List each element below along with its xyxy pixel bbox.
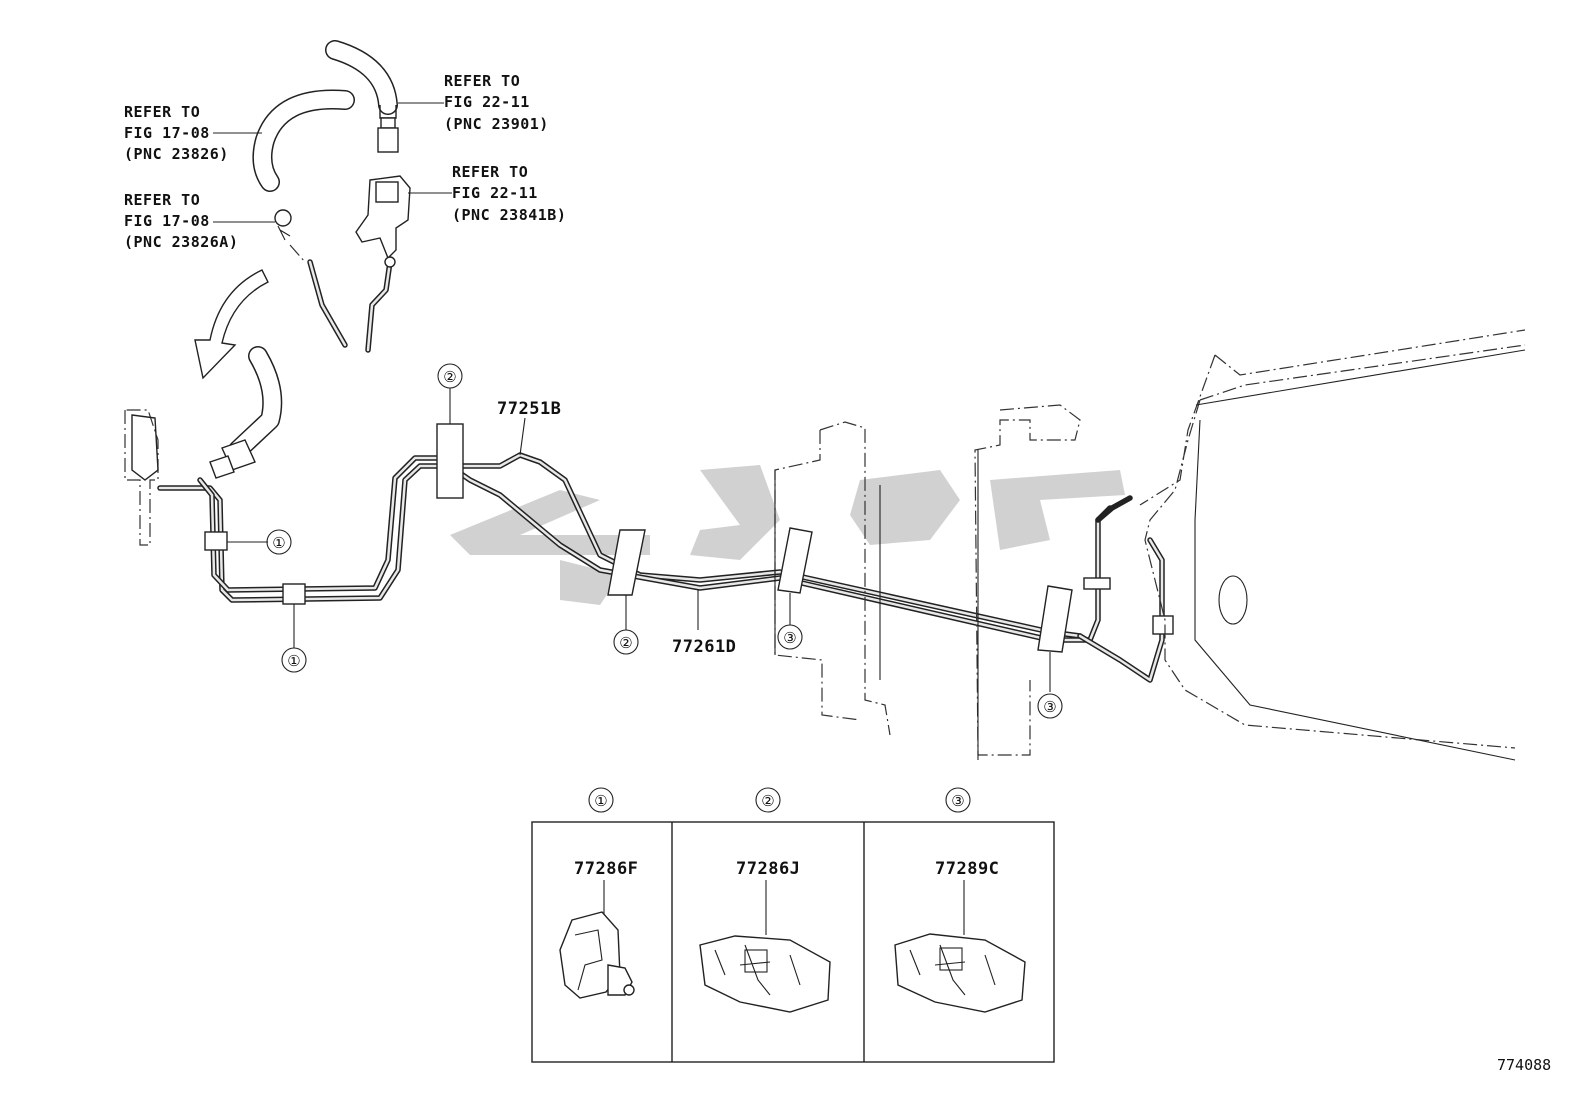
- legend-part-77289c[interactable]: 77289C: [935, 859, 999, 879]
- callout-ref-22-11-b: REFER TO FIG 22-11 (PNC 23841B): [452, 163, 566, 224]
- callout-ref-17-08-a: REFER TO FIG 17-08 (PNC 23826): [124, 103, 229, 163]
- illustration-number: 774088: [1497, 1056, 1551, 1074]
- leaders: [213, 102, 1051, 692]
- legend-marker: ③: [951, 792, 964, 810]
- clip-legend: ① ② ③ 77286F 77286J 77289C: [531, 787, 1055, 1063]
- clip-77286j-drawing: [699, 880, 831, 1013]
- callout-line: (PNC 23841B): [452, 206, 566, 224]
- legend-header-1: ①: [588, 787, 614, 813]
- callout-line: (PNC 23826A): [124, 233, 238, 251]
- marker-text: ③: [783, 629, 796, 647]
- marker-text: ②: [619, 634, 632, 652]
- clip-1-lower: [282, 583, 306, 605]
- callout-ref-22-11-a: REFER TO FIG 22-11 (PNC 23901): [444, 72, 549, 133]
- callout-line: REFER TO: [444, 72, 520, 90]
- marker-2-a: ②: [437, 363, 463, 389]
- callout-line: REFER TO: [124, 191, 200, 209]
- left-assembly: [124, 346, 283, 546]
- clip-3-left: [777, 527, 813, 594]
- legend-header-2: ②: [755, 787, 781, 813]
- part-label-77261d[interactable]: 77261D: [672, 637, 736, 657]
- callout-line: FIG 17-08: [124, 124, 210, 142]
- marker-3-a: ③: [777, 624, 803, 650]
- legend-marker: ①: [594, 792, 607, 810]
- direction-arrow: [194, 269, 269, 380]
- marker-text: ②: [443, 368, 456, 386]
- clip-2-upper: [436, 423, 464, 499]
- legend-part-77286f[interactable]: 77286F: [574, 859, 638, 879]
- marker-2-b: ②: [613, 629, 639, 655]
- callout-line: FIG 17-08: [124, 212, 210, 230]
- upper-fuel-hoses: [252, 40, 411, 353]
- marker-text: ①: [272, 534, 285, 552]
- marker-1-a: ①: [266, 529, 292, 555]
- callout-line: REFER TO: [124, 103, 200, 121]
- body-frame-outline: [774, 329, 1526, 761]
- clip-77289c-drawing: [894, 880, 1026, 1013]
- legend-header-3: ③: [945, 787, 971, 813]
- marker-text: ①: [287, 652, 300, 670]
- callout-line: (PNC 23901): [444, 115, 549, 133]
- clip-1-upper: [204, 531, 228, 551]
- marker-text: ③: [1043, 698, 1056, 716]
- callout-ref-17-08-b: REFER TO FIG 17-08 (PNC 23826A): [124, 191, 238, 251]
- callout-line: (PNC 23826): [124, 145, 229, 163]
- part-label-77251b[interactable]: 77251B: [497, 399, 561, 419]
- watermark-logo: [450, 465, 1125, 605]
- clip-77286f-drawing: [559, 880, 635, 999]
- tube-clips: [204, 423, 1174, 653]
- legend-part-77286j[interactable]: 77286J: [736, 859, 800, 879]
- clip-3-right: [1037, 585, 1073, 653]
- marker-3-b: ③: [1037, 693, 1063, 719]
- fuel-tubes: [157, 452, 1165, 683]
- legend-marker: ②: [761, 792, 774, 810]
- callout-line: REFER TO: [452, 163, 528, 181]
- marker-1-b: ①: [281, 647, 307, 673]
- callout-line: FIG 22-11: [444, 93, 530, 111]
- clip-2-lower: [607, 529, 646, 596]
- callout-line: FIG 22-11: [452, 184, 538, 202]
